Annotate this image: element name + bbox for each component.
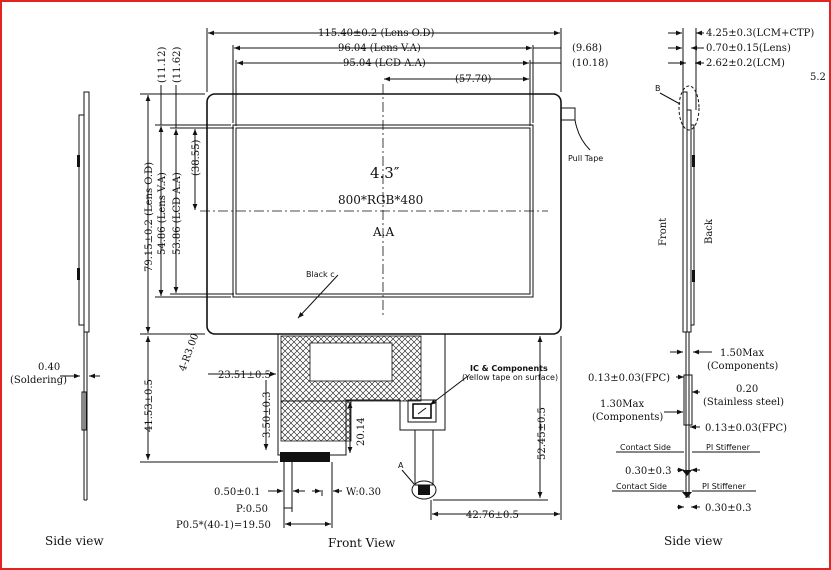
dim-lens-va: 96.04 (Lens V.A) — [338, 43, 421, 54]
dim-fpc-2: 0.13±0.03(FPC) — [705, 423, 787, 434]
dim-lens-thickness: 0.70±0.15(Lens) — [706, 43, 791, 54]
dim-3-50: 3.50±0.3 — [262, 391, 273, 438]
ic-components-sub: (Yellow tape on surface) — [462, 373, 558, 382]
marker-a: A — [398, 461, 404, 470]
dim-11-12: (11.12) — [157, 46, 168, 83]
dim-52-45: 52.45±0.5 — [537, 407, 548, 460]
contact-side-2: Contact Side — [616, 482, 667, 491]
left-side-caption: Side view — [45, 534, 104, 548]
pi-stiffener-2: PI Stiffener — [702, 482, 747, 491]
dim-38-55: (38.55) — [191, 139, 202, 176]
ic-chip — [412, 403, 432, 419]
panel-size: 4.3″ — [370, 164, 400, 182]
dim-23-51: 23.51±0.5 — [218, 370, 271, 381]
contact-side-1: Contact Side — [620, 443, 671, 452]
active-area-label: A.A — [372, 225, 394, 239]
right-side-view: B Front Back 4.25±0.3(LCM+CTP) 0.70±0.15… — [588, 28, 826, 548]
soldering-label: (Soldering) — [10, 375, 67, 386]
front-view: Pull Tape 4.3″ 800*RGB*480 A.A Black c I… — [140, 28, 609, 550]
dim-v-lens-od: 79.15±0.2 (Lens O.D) — [144, 162, 155, 272]
dim-pitch-width: 0.50±0.1 — [214, 487, 261, 498]
black-label: Black c — [306, 270, 335, 279]
dim-57-70: (57.70) — [455, 74, 492, 85]
dim-lcm-ctp: 4.25±0.3(LCM+CTP) — [706, 28, 814, 39]
marker-b: B — [655, 84, 661, 93]
dim-10-18: (10.18) — [572, 58, 609, 69]
dim-max-1-30: 1.30Max — [600, 399, 644, 410]
pi-stiffener-1: PI Stiffener — [706, 443, 751, 452]
soldering-value: 0.40 — [38, 362, 60, 373]
dim-v-lcd-aa: 53.86 (LCD A.A) — [172, 172, 183, 255]
dim-radius: 4-R3.00 — [177, 332, 201, 373]
dim-0-30-a: 0.30±0.3 — [625, 466, 672, 477]
dim-20-14: 20.14 — [356, 417, 367, 446]
dim-42-76: 42.76±0.5 — [466, 510, 519, 521]
dim-w-0-30: W:0.30 — [346, 487, 381, 498]
dim-0-30-b: 0.30±0.3 — [705, 503, 752, 514]
dim-lens-od: 115.40±0.2 (Lens O.D) — [318, 28, 434, 39]
dim-lcd-aa: 95.04 (LCD A.A) — [343, 58, 426, 69]
dim-pitch-total: P0.5*(40-1)=19.50 — [176, 520, 271, 531]
front-label: Front — [658, 218, 669, 246]
dim-v-lens-va: 54.86 (Lens V.A) — [157, 172, 168, 255]
dim-11-62: (11.62) — [172, 46, 183, 83]
dim-components-2: (Components) — [592, 412, 663, 423]
dim-fpc-1: 0.13±0.03(FPC) — [588, 373, 670, 384]
left-side-view: 0.40 (Soldering) Side view — [10, 91, 104, 548]
dim-components-1: (Components) — [707, 361, 778, 372]
dim-0-20: 0.20 — [736, 384, 758, 395]
dim-lcm-thickness: 2.62±0.2(LCM) — [706, 58, 785, 69]
dim-9-68: (9.68) — [572, 43, 602, 54]
front-view-caption: Front View — [328, 536, 396, 550]
dim-max-1-50: 1.50Max — [720, 348, 764, 359]
lens-outline — [206, 93, 562, 335]
dim-41-53: 41.53±0.5 — [144, 379, 155, 432]
back-label: Back — [704, 218, 715, 244]
panel-resolution: 800*RGB*480 — [338, 193, 423, 207]
fpc-gold-fingers — [280, 452, 330, 462]
pull-tape-label: Pull Tape — [568, 154, 603, 163]
dim-stainless: (Stainless steel) — [703, 397, 784, 408]
dim-p-0-50: P:0.50 — [236, 504, 268, 515]
ic-components-label: IC & Components — [470, 364, 548, 373]
dim-5-2: 5.2 — [810, 72, 826, 83]
right-side-caption: Side view — [664, 534, 723, 548]
